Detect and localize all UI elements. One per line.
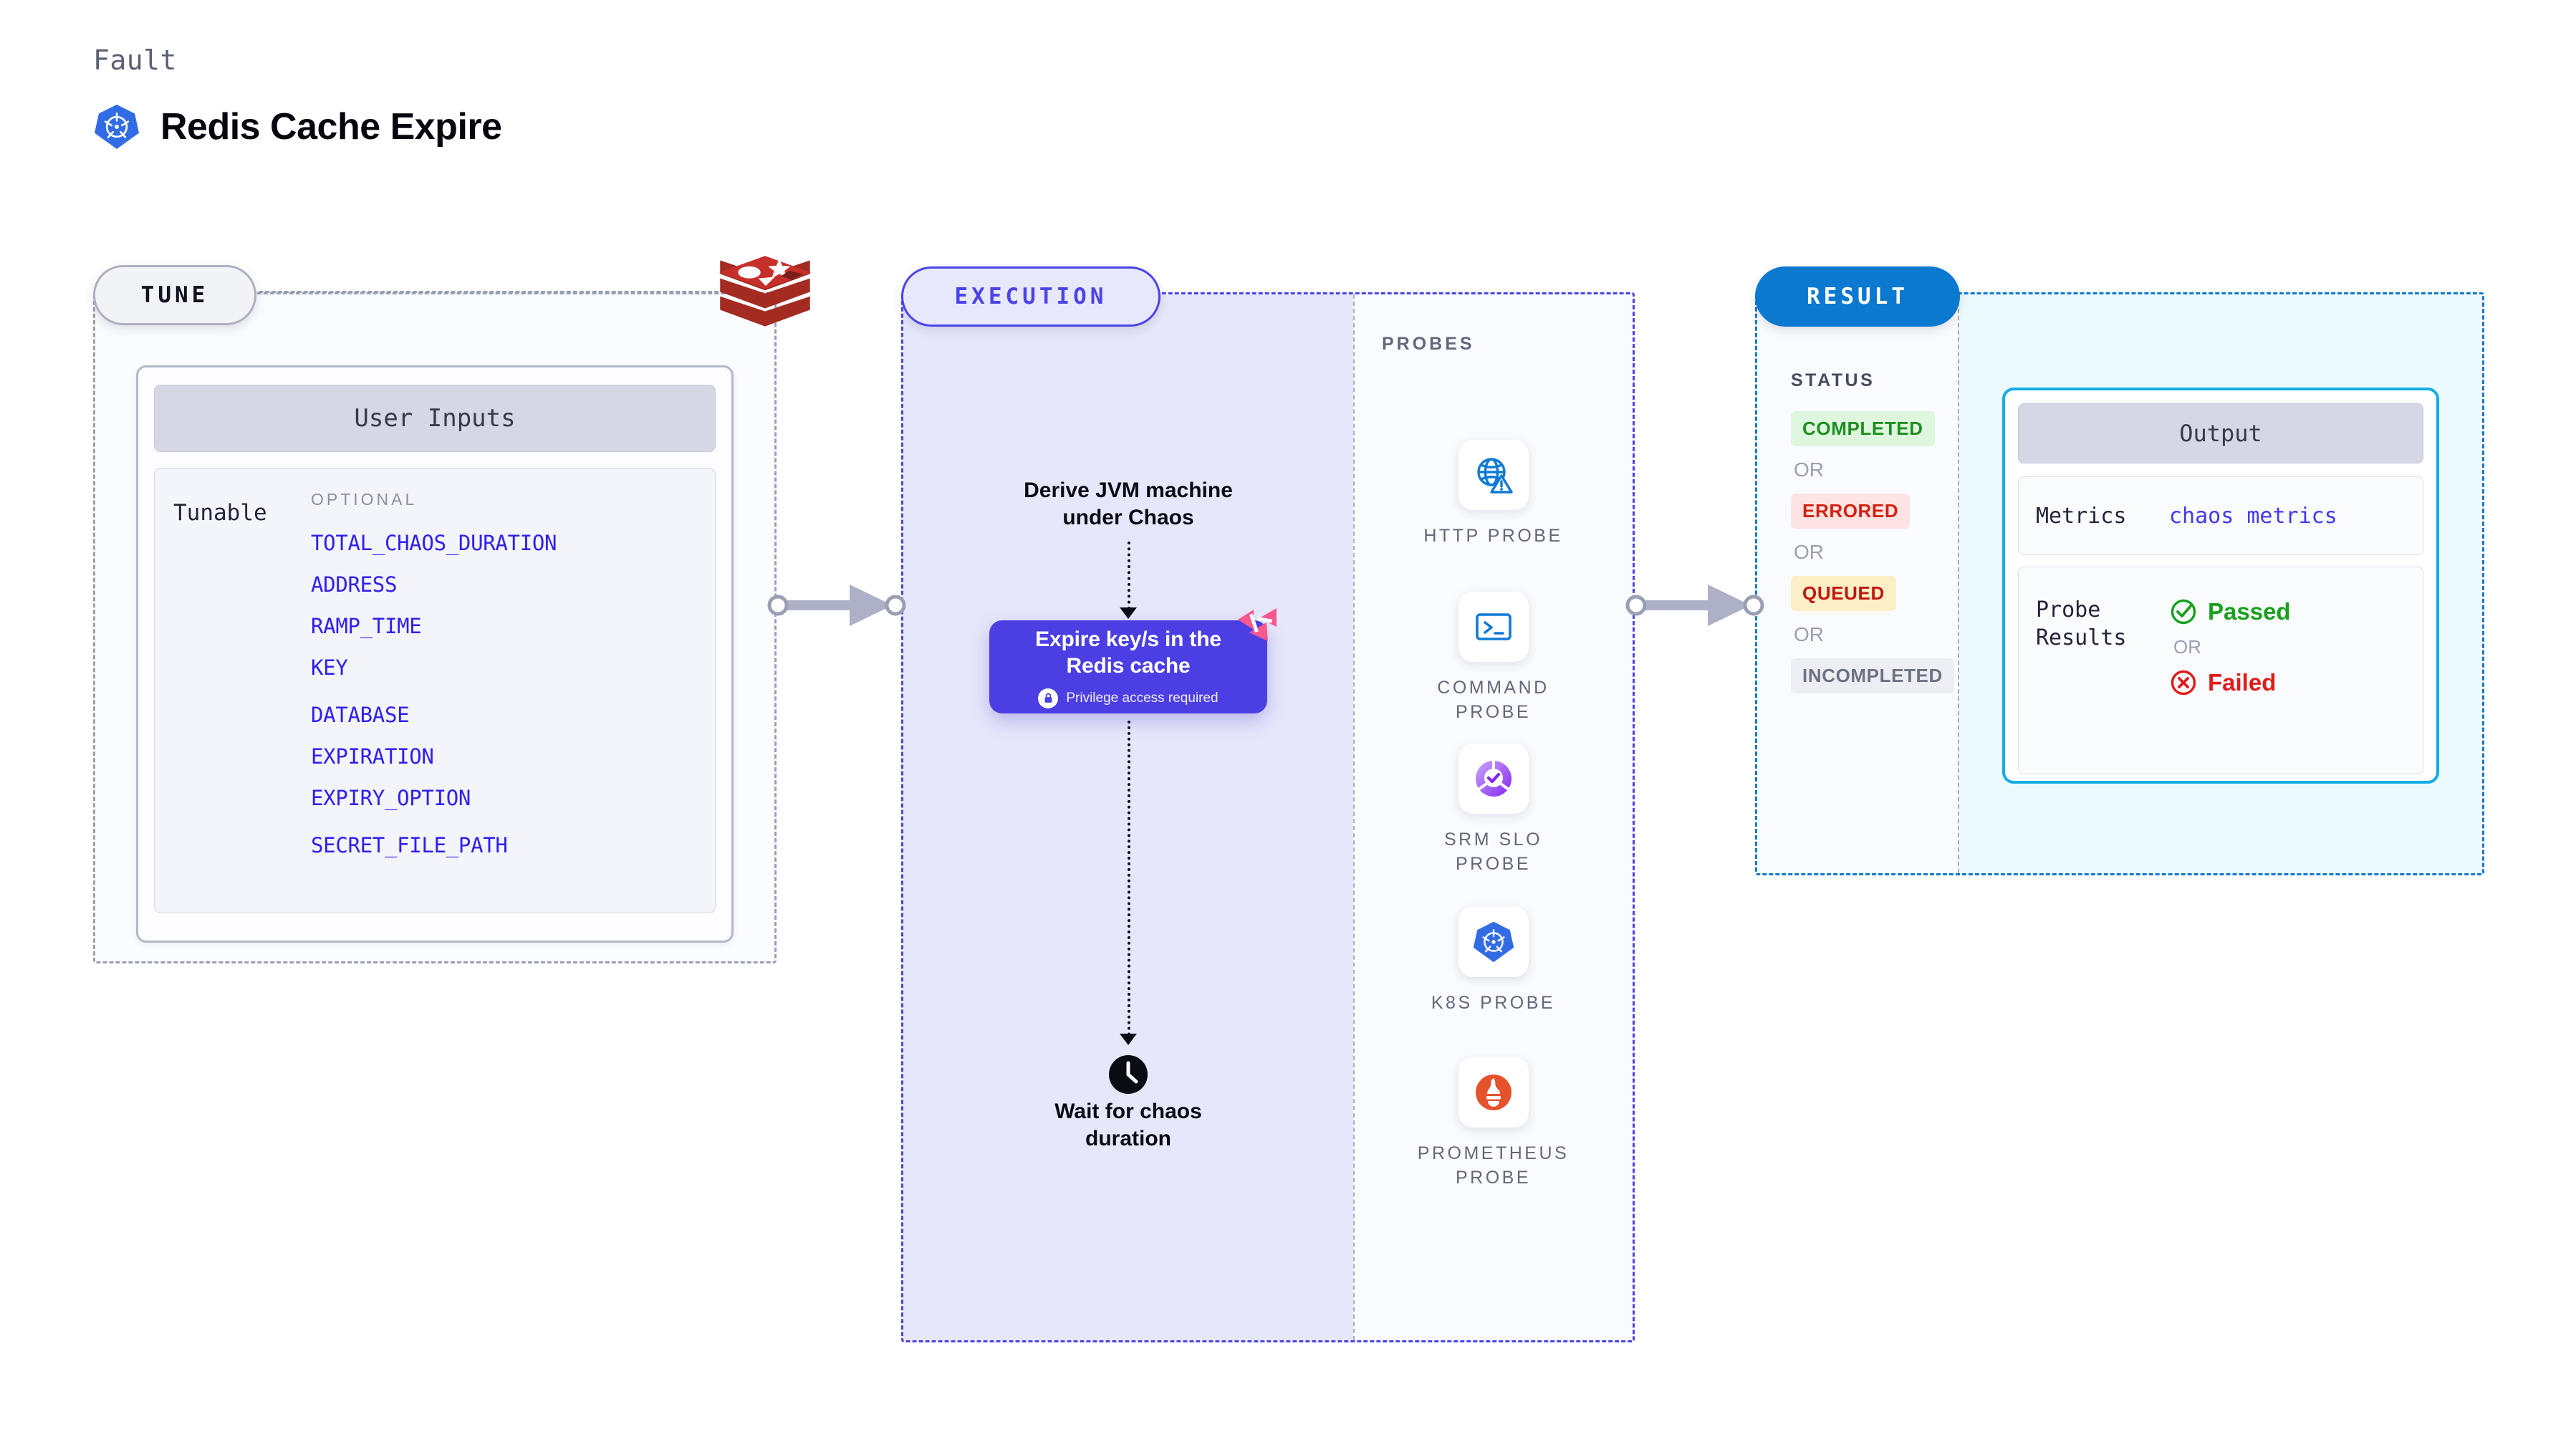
passed-label: Passed bbox=[2208, 598, 2291, 625]
probe-k8s-label: K8S PROBE bbox=[1431, 993, 1556, 1013]
status-badge-errored: ERRORED bbox=[1791, 494, 1911, 529]
tunable-expiration[interactable]: EXPIRATION bbox=[311, 744, 434, 769]
status-title: STATUS bbox=[1791, 370, 1875, 390]
redis-icon bbox=[719, 256, 811, 327]
metrics-row: Metrics chaos metrics bbox=[2018, 476, 2423, 555]
status-badge-queued: QUEUED bbox=[1791, 576, 1896, 611]
kubernetes-icon bbox=[94, 104, 140, 150]
check-circle-icon bbox=[2171, 599, 2196, 625]
arrow-tune-to-execution bbox=[767, 585, 906, 626]
globe-warning-icon bbox=[1458, 440, 1529, 510]
tunable-address[interactable]: ADDRESS bbox=[311, 572, 398, 597]
tunable-key[interactable]: KEY bbox=[311, 655, 348, 680]
tunable-ramp-time[interactable]: RAMP_TIME bbox=[311, 614, 422, 638]
probe-results-values: Passed OR Failed bbox=[2169, 596, 2291, 697]
tunable-secret-file-path[interactable]: SECRET_FILE_PATH bbox=[311, 833, 508, 857]
kubernetes-icon bbox=[1458, 907, 1529, 977]
status-badge-incompleted: INCOMPLETED bbox=[1791, 658, 1954, 693]
arrowhead-derive-to-action bbox=[1120, 607, 1137, 619]
tune-connector-line bbox=[252, 291, 725, 293]
tunable-total-chaos-duration[interactable]: TOTAL_CHAOS_DURATION bbox=[311, 531, 557, 555]
status-column: STATUS COMPLETED OR ERRORED OR QUEUED OR… bbox=[1757, 294, 1958, 873]
page-title: Redis Cache Expire bbox=[160, 106, 502, 148]
probe-http-label: HTTP PROBE bbox=[1423, 526, 1563, 546]
metrics-value-link[interactable]: chaos metrics bbox=[2169, 503, 2337, 529]
failed-label: Failed bbox=[2208, 669, 2277, 696]
user-inputs-card: User Inputs Tunable OPTIONAL TOTAL_CHAOS… bbox=[136, 365, 734, 943]
probes-column: PROBES HTTP PROBE bbox=[1353, 294, 1630, 1340]
result-region: STATUS COMPLETED OR ERRORED OR QUEUED OR… bbox=[1755, 292, 2484, 875]
privilege-note-label: Privilege access required bbox=[1066, 690, 1219, 706]
status-badge-completed: COMPLETED bbox=[1791, 411, 1935, 446]
user-inputs-header: User Inputs bbox=[154, 385, 716, 452]
status-list: COMPLETED OR ERRORED OR QUEUED OR INCOMP… bbox=[1791, 411, 1954, 693]
optional-header: OPTIONAL bbox=[311, 490, 418, 509]
terminal-icon bbox=[1458, 592, 1529, 662]
output-header: Output bbox=[2018, 403, 2423, 463]
arrow-execution-to-result bbox=[1625, 585, 1764, 626]
x-circle-icon bbox=[2171, 670, 2196, 696]
lock-icon bbox=[1038, 688, 1059, 708]
status-or-1: OR bbox=[1794, 458, 1824, 481]
probe-result-or: OR bbox=[2173, 636, 2201, 658]
tunable-row-label: Tunable bbox=[173, 500, 267, 526]
connector-derive-to-action bbox=[1128, 542, 1130, 610]
tunable-box: Tunable OPTIONAL TOTAL_CHAOS_DURATION AD… bbox=[154, 468, 716, 913]
tune-phase-pill[interactable]: TUNE bbox=[93, 265, 256, 325]
privilege-note-row: Privilege access required bbox=[1038, 688, 1219, 708]
tunable-database[interactable]: DATABASE bbox=[311, 703, 410, 727]
metrics-key: Metrics bbox=[2036, 503, 2127, 529]
connector-action-to-wait bbox=[1128, 721, 1130, 1036]
fault-title-row: Redis Cache Expire bbox=[93, 103, 502, 150]
tunable-expiry-option[interactable]: EXPIRY_OPTION bbox=[311, 786, 471, 810]
arrowhead-action-to-wait bbox=[1120, 1034, 1137, 1045]
litmuschaos-icon bbox=[1238, 608, 1277, 641]
slo-gauge-check-icon bbox=[1458, 744, 1529, 814]
status-or-2: OR bbox=[1794, 541, 1824, 563]
probe-result-passed: Passed bbox=[2169, 597, 2291, 626]
result-phase-pill[interactable]: RESULT bbox=[1755, 266, 1960, 327]
probe-http[interactable]: HTTP PROBE bbox=[1355, 440, 1632, 549]
page-header: Fault Redis Cache Expire bbox=[93, 44, 502, 150]
tunable-list: OPTIONAL TOTAL_CHAOS_DURATION ADDRESS RA… bbox=[311, 490, 715, 913]
fault-kicker: Fault bbox=[93, 44, 177, 76]
probe-result-failed: Failed bbox=[2169, 668, 2291, 697]
prometheus-icon bbox=[1458, 1057, 1529, 1128]
clock-icon bbox=[1107, 1054, 1149, 1099]
probes-title: PROBES bbox=[1382, 334, 1475, 354]
execution-phase-pill[interactable]: EXECUTION bbox=[901, 266, 1160, 327]
status-or-3: OR bbox=[1794, 623, 1824, 645]
probe-k8s[interactable]: K8S PROBE bbox=[1355, 907, 1632, 1016]
